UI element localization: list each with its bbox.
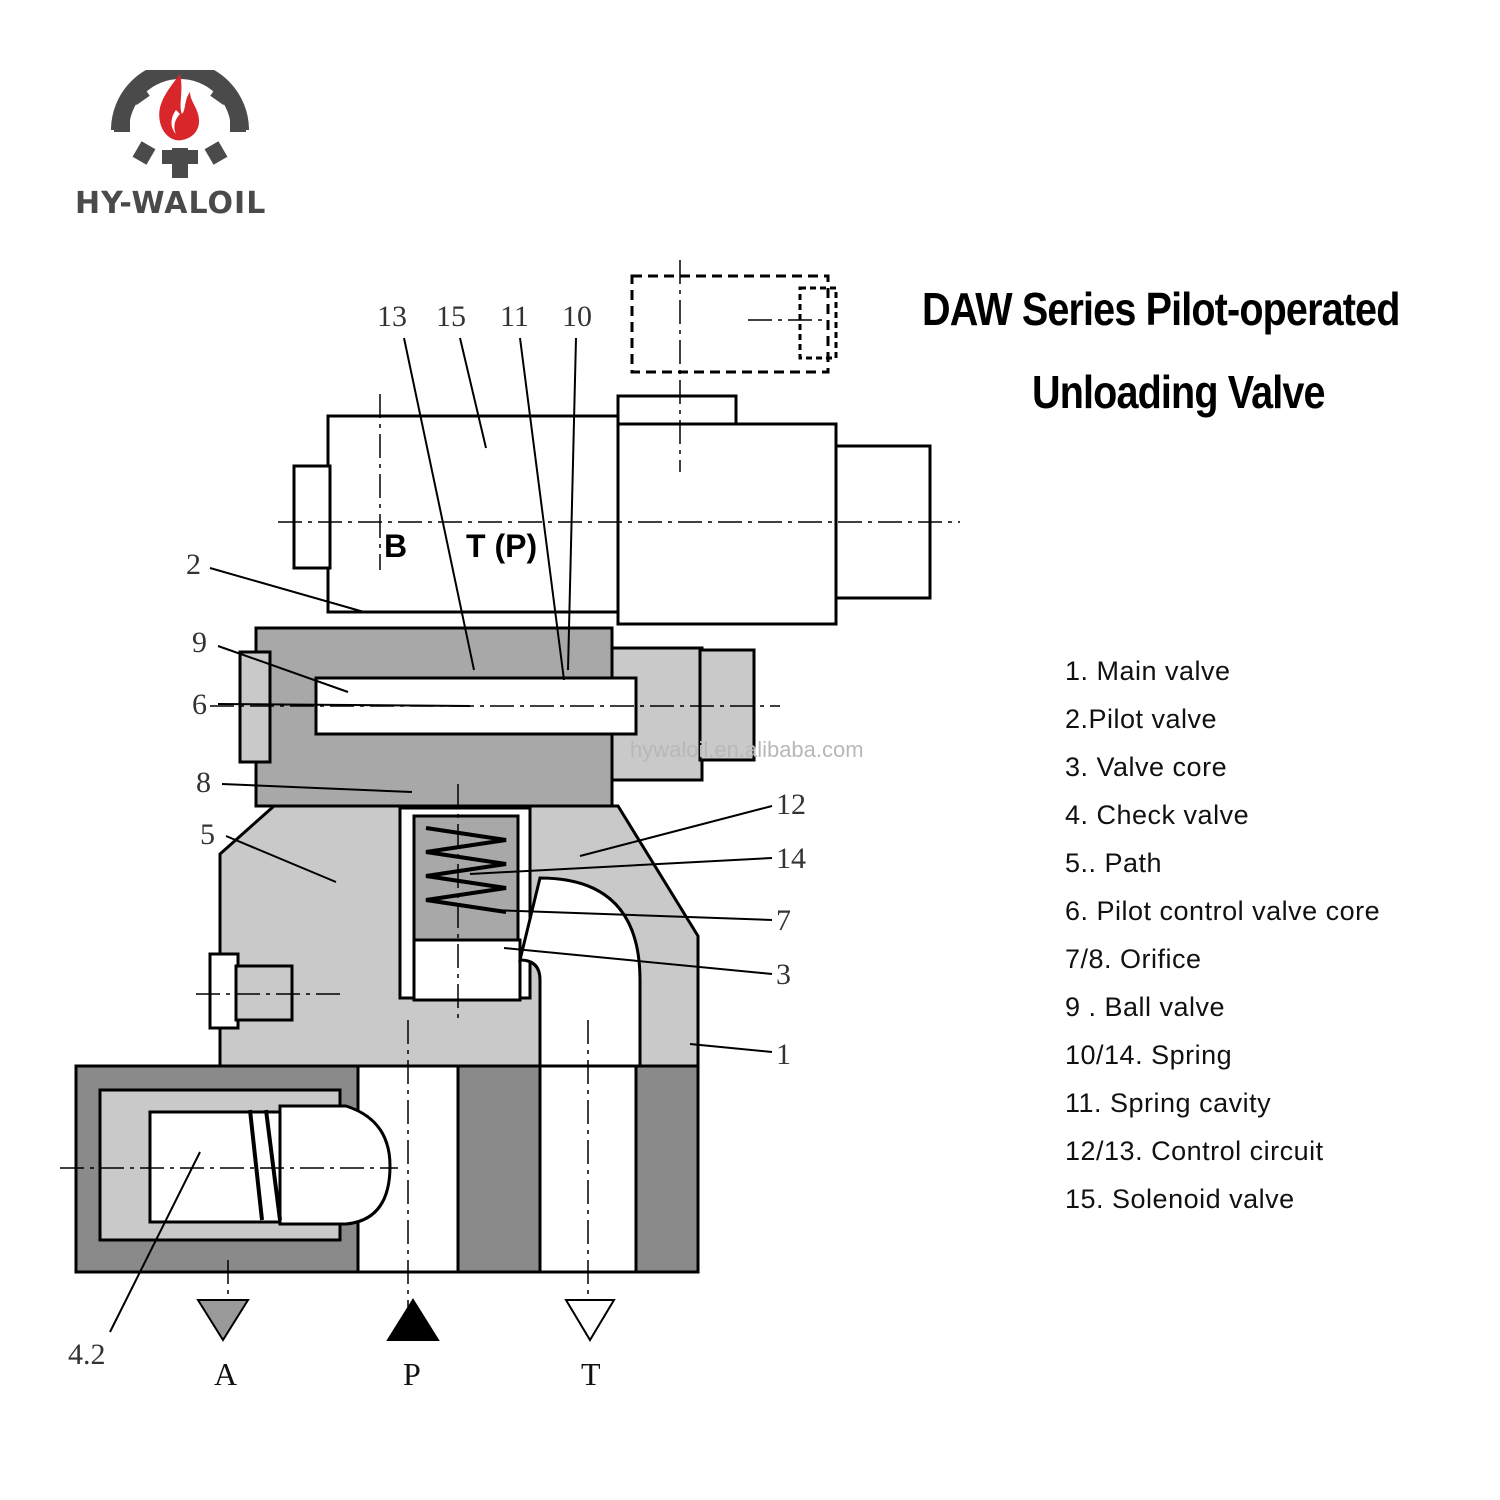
callout-15: 15 [436,300,466,333]
callout-8: 8 [196,766,211,799]
legend-item: 2.Pilot valve [1065,704,1218,734]
legend-item: 3. Valve core [1065,752,1228,782]
legend-item: 4. Check valve [1065,800,1250,830]
callout-14: 14 [776,842,806,875]
title-line-1: DAW Series Pilot-operated [922,283,1400,335]
callout-11: 11 [500,300,529,333]
brand-logo [110,61,250,180]
legend-item: 1. Main valve [1065,656,1231,686]
callout-10: 10 [562,300,592,333]
callout-1: 1 [776,1038,791,1071]
legend-item: 7/8. Orifice [1065,944,1202,974]
watermark: hywaloil.en.alibaba.com [630,737,864,762]
title-line-2: Unloading Valve [1032,366,1326,418]
callout-9: 9 [192,626,207,659]
label-port-b: B [384,528,408,564]
callout-7: 7 [776,904,791,937]
brand-name: HY-WALOIL [75,186,267,221]
callout-3: 3 [776,958,791,991]
port-a-label: A [214,1356,238,1392]
legend-item: 6. Pilot control valve core [1065,896,1381,926]
port-p-label: P [403,1356,421,1392]
callout-6: 6 [192,688,207,721]
callout-13: 13 [377,300,407,333]
legend-item: 10/14. Spring [1065,1040,1233,1070]
legend-item: 9 . Ball valve [1065,992,1226,1022]
legend-item: 12/13. Control circuit [1065,1136,1324,1166]
label-port-tp: T (P) [466,528,538,564]
callout-2: 2 [186,548,201,581]
gear-flame-icon [111,61,249,178]
valve-cross-section [60,260,960,1342]
legend-item: 5.. Path [1065,848,1163,878]
legend-item: 15. Solenoid valve [1065,1184,1295,1214]
port-t-label: T [581,1356,601,1392]
legend-item: 11. Spring cavity [1065,1088,1272,1118]
callout-12: 12 [776,788,806,821]
port-t-marker [564,1299,616,1342]
port-p-marker [386,1298,440,1341]
callout-5: 5 [200,818,215,851]
port-a-marker [196,1299,250,1342]
parts-legend: 1. Main valve 2.Pilot valve 3. Valve cor… [1065,656,1380,1232]
callout-4-2: 4.2 [68,1338,106,1371]
